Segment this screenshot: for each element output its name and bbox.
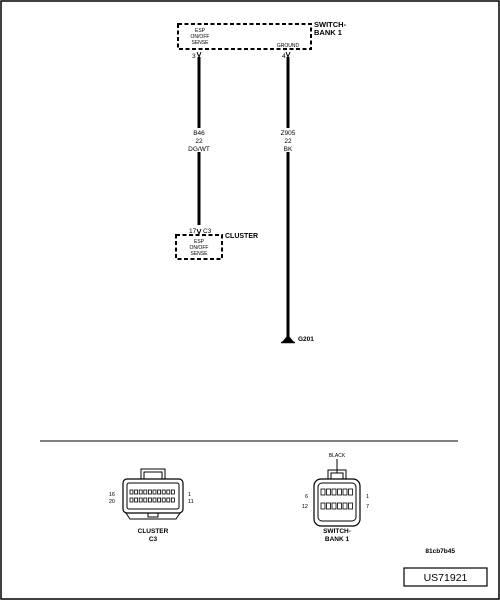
cluster-pin-cavity [138,489,143,495]
cluster-pin-cavity [143,497,148,503]
cluster-pin: 17 [189,228,197,235]
cluster-pin-cavity [152,489,157,495]
switch-bank-esp-label-3: SENSE [192,40,210,46]
cluster-pin-cavity [134,489,139,495]
cluster-pin-cavity [161,497,166,503]
switch-bank-connector-latch [327,469,347,480]
wire-ground-circuit: Z905 [281,130,296,137]
cluster-pin-cavity [134,497,139,503]
image-code: 81cb7b45 [425,548,455,555]
cluster-title: CLUSTER [225,233,258,240]
switch-bank-connector-view: BLACK 6 12 1 7 SWITCH- BANK 1 [302,453,369,543]
switch-bank-esp-label-2: ON/OFF [191,34,210,40]
cluster-connector-label-2: C3 [149,536,158,543]
cluster-pin-cavity [147,489,152,495]
switch-bank-title-line1: SWITCH- [314,20,347,29]
switch-bank-connector-pin-1: 1 [366,494,369,500]
cluster-box [175,234,223,260]
switch-bank-ground-label: GROUND [277,43,300,49]
switch-bank-connector-pins [320,488,353,510]
cluster-connector-view: 16 20 1 11 CLUSTER C3 [109,468,194,543]
switch-bank-pin-esp: 3 [192,53,196,60]
cluster-pin-cavity [147,497,152,503]
cluster-connector-body [122,478,184,514]
wire-ground-label: Z905 22 BK [276,128,300,153]
switch-pin-cavity [337,502,342,510]
switch-pin-cavity [348,488,353,496]
wire-esp-circuit: B46 [193,130,205,137]
cluster-esp-label-2: ON/OFF [190,245,209,251]
cluster-pin-cavity [143,489,148,495]
switch-bank-connector-label-1: SWITCH- [323,528,351,535]
cluster-pin-cavity [166,489,171,495]
cluster-component: 17 C3 CLUSTER ESP ON/OFF SENSE [175,228,258,260]
cluster-connector-latch [140,468,166,480]
switch-bank-connector-pin-6: 6 [305,494,308,500]
cluster-pin-cavity [170,497,175,503]
pin-mark-esp [196,51,202,59]
cluster-connector-pin-1: 1 [188,492,191,498]
cluster-connector-pin-16: 16 [109,492,115,498]
wire-ground-gauge: 22 [284,138,292,145]
cluster-connector-pin-11: 11 [188,499,194,505]
switch-pin-cavity [326,488,331,496]
ground-point-label: G201 [298,336,314,343]
pin-mark-ground [285,51,291,59]
switch-bank-connector-color: BLACK [329,453,346,459]
cluster-pin-cavity [166,497,171,503]
cluster-pin-cavity [157,489,162,495]
switch-pin-cavity [331,488,337,496]
switch-bank-connector-label-2: BANK 1 [325,536,350,543]
switch-pin-cavity [342,502,348,510]
wire-ground-color: BK [284,146,293,153]
cluster-connector-label-1: CLUSTER [138,528,169,535]
switch-bank-pin-ground: 4 [282,53,286,60]
cluster-pin-cavity [129,489,134,495]
switch-bank-title-line2: BANK 1 [314,28,342,37]
ground-point: G201 [281,335,314,344]
switch-bank-box [177,23,312,50]
wire-esp-label: B46 22 DG/WT [185,128,213,153]
switch-pin-cavity [326,502,331,510]
switch-bank-connector-body [313,478,361,527]
cluster-pin-cavity [152,497,157,503]
switch-pin-cavity [331,502,337,510]
cluster-pin-cavity [138,497,143,503]
cluster-connector-pins [129,489,175,503]
switch-bank-connector-pin-7: 7 [366,504,369,510]
switch-pin-cavity [320,502,326,510]
switch-pin-cavity [337,488,342,496]
wire-esp-gauge: 22 [195,138,203,145]
wire-esp-color: DG/WT [188,146,210,153]
cluster-esp-label-3: SENSE [191,251,209,257]
cluster-pin-cavity [170,489,175,495]
cluster-connector-id: C3 [203,228,212,235]
switch-pin-cavity [348,502,353,510]
cluster-connector-pin-20: 20 [109,499,115,505]
doc-id-box [403,567,488,587]
ground-symbol-icon [282,335,294,342]
switch-pin-cavity [342,488,348,496]
switch-pin-cavity [320,488,326,496]
doc-id: US71921 [424,572,468,584]
switch-bank-component: SWITCH- BANK 1 ESP ON/OFF SENSE GROUND 3… [177,20,347,60]
pin-mark-cluster [196,228,202,236]
cluster-pin-cavity [129,497,134,503]
cluster-pin-cavity [157,497,162,503]
cluster-pin-cavity [161,489,166,495]
cluster-esp-label-1: ESP [194,239,205,245]
switch-bank-esp-label-1: ESP [195,28,206,34]
switch-bank-connector-pin-12: 12 [302,504,308,510]
